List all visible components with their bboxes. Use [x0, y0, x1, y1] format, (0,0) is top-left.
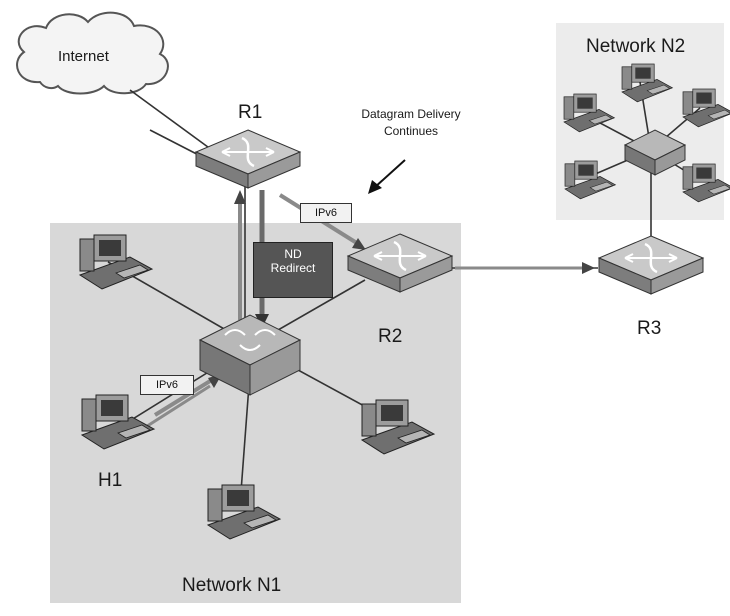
ipv6-tag-bottom: IPv6	[140, 375, 194, 395]
network-n1-label: Network N1	[182, 575, 282, 596]
nd-redirect-line2: Redirect	[270, 261, 316, 275]
annotation-line1: Datagram Delivery	[361, 107, 461, 121]
nd-redirect-line1: ND	[284, 247, 302, 261]
switch-n2	[623, 129, 687, 176]
internet-label: Internet	[58, 48, 109, 65]
r2-label: R2	[378, 326, 403, 347]
network-n2-label: Network N2	[586, 36, 686, 57]
h1-label: H1	[98, 470, 123, 491]
router-r3	[597, 234, 705, 296]
nd-redirect-box: ND Redirect	[253, 242, 333, 298]
internet-cloud	[16, 11, 169, 95]
ipv6-tag-top: IPv6	[300, 203, 352, 223]
annotation-line2: Continues	[383, 124, 439, 138]
router-r1	[194, 128, 302, 190]
r1-label: R1	[238, 102, 263, 123]
switch-n1	[198, 314, 302, 396]
r3-label: R3	[637, 318, 662, 339]
